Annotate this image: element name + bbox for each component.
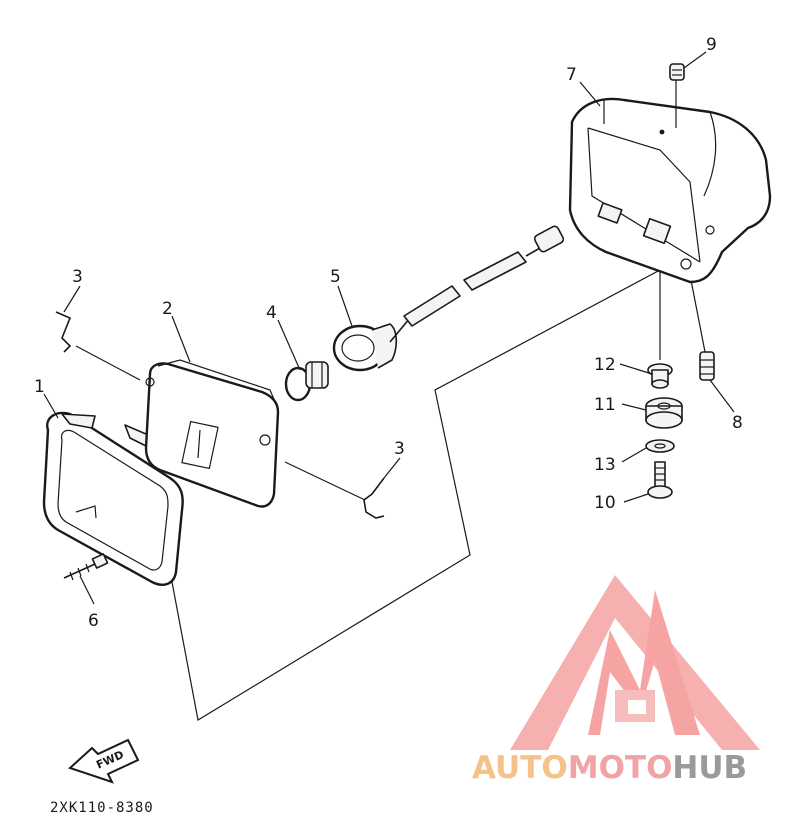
callout-3b: 3 bbox=[394, 439, 405, 459]
callout-4: 4 bbox=[266, 303, 277, 323]
callout-7: 7 bbox=[566, 65, 577, 85]
part-7-housing bbox=[568, 97, 772, 284]
logo-triangle bbox=[510, 575, 760, 750]
watermark-word-hub: HUB bbox=[672, 750, 747, 786]
callout-6: 6 bbox=[88, 611, 99, 631]
callout-5: 5 bbox=[330, 267, 341, 287]
callout-11: 11 bbox=[594, 395, 616, 415]
part-12-collar bbox=[647, 363, 673, 389]
watermark-text: AUTOMOTOHUB bbox=[472, 750, 747, 786]
part-13-washer bbox=[645, 439, 675, 453]
callout-9: 9 bbox=[706, 35, 717, 55]
part-4-bulb bbox=[284, 361, 329, 402]
part-6-screw bbox=[63, 553, 109, 581]
part-1-headlight-rim bbox=[42, 411, 184, 586]
callout-13: 13 bbox=[594, 455, 616, 475]
part-10-bolt bbox=[647, 461, 673, 499]
part-2-headlight-unit bbox=[144, 359, 280, 508]
part-8-bolt bbox=[699, 351, 715, 381]
callout-3a: 3 bbox=[72, 267, 83, 287]
logo-letter-m bbox=[588, 590, 700, 735]
watermark-word-moto: MOTO bbox=[568, 750, 673, 786]
part-5-socket bbox=[332, 225, 565, 372]
part-3-spring-lower bbox=[363, 477, 385, 519]
callout-2: 2 bbox=[162, 299, 173, 319]
automotohub-logo bbox=[510, 575, 760, 750]
part-3-spring-upper bbox=[55, 311, 72, 353]
assembly-leader-lines bbox=[75, 269, 706, 721]
callout-12: 12 bbox=[594, 355, 616, 375]
watermark-word-auto: AUTO bbox=[472, 750, 568, 786]
diagram-code: 2XK110-8380 bbox=[50, 800, 154, 816]
callout-10: 10 bbox=[594, 493, 616, 513]
fwd-arrow: FWD bbox=[68, 738, 140, 784]
part-9-screw bbox=[669, 63, 685, 128]
callout-8: 8 bbox=[732, 413, 743, 433]
callout-leaders bbox=[43, 51, 735, 605]
part-11-grommet bbox=[645, 397, 683, 429]
callout-1: 1 bbox=[34, 377, 45, 397]
